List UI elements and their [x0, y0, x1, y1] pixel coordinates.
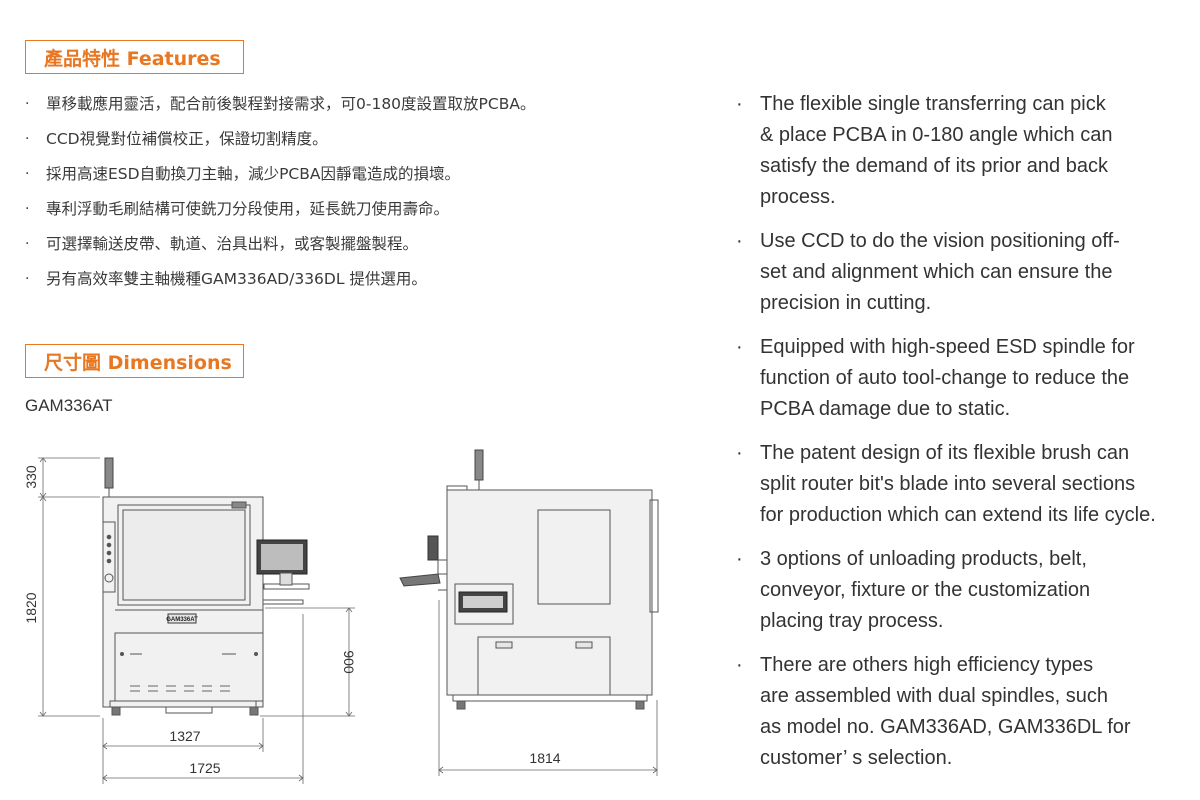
- zh-feature-item: ·採用高速ESD自動換刀主軸，減少PCBA因靜電造成的損壞。: [25, 165, 460, 183]
- dim-width-total: 1725: [189, 760, 220, 776]
- en-feature-item: · The patent design of its flexible brus…: [736, 442, 1156, 526]
- en-feature-item: · The flexible single transferring can p…: [736, 93, 1113, 208]
- front-view-machine: [102, 457, 310, 716]
- zh-feature-list: ·單移載應用靈活，配合前後製程對接需求，可0-180度設置取放PCBA。 ·CC…: [25, 92, 535, 302]
- en-feature-item: · Equipped with high-speed ESD spindle f…: [736, 336, 1135, 420]
- en-feature-item: · 3 options of unloading products, belt,…: [736, 548, 1091, 632]
- side-view-machine: [399, 449, 659, 710]
- dim-height-total: 1820: [23, 592, 39, 623]
- zh-feature-item: ·另有高效率雙主軸機種GAM336AD/336DL 提供選用。: [25, 270, 427, 288]
- front-view-dimension-lines: [38, 457, 355, 784]
- features-heading: 產品特性 Features: [25, 40, 244, 74]
- en-feature-list: · The flexible single transferring can p…: [734, 89, 1190, 787]
- dim-height-top: 330: [23, 465, 39, 489]
- dim-width-body: 1327: [169, 728, 200, 744]
- dim-height-table: 900: [341, 650, 357, 674]
- zh-feature-item: ·CCD視覺對位補償校正，保證切割精度。: [25, 130, 328, 148]
- en-feature-item: · Use CCD to do the vision positioning o…: [736, 230, 1120, 314]
- side-view-dimension-lines: [438, 600, 658, 776]
- dimensions-heading: 尺寸圖 Dimensions: [25, 344, 244, 378]
- machine-plate-label: GAM336AT: [166, 617, 198, 623]
- zh-feature-item: ·專利浮動毛刷結構可使銑刀分段使用，延長銑刀使用壽命。: [25, 200, 450, 218]
- model-label: GAM336AT: [25, 396, 113, 415]
- zh-feature-item: ·單移載應用靈活，配合前後製程對接需求，可0-180度設置取放PCBA。: [25, 95, 536, 113]
- zh-feature-item: ·可選擇輸送皮帶、軌道、治具出料，或客製擺盤製程。: [25, 235, 419, 253]
- dim-depth-total: 1814: [529, 750, 560, 766]
- en-feature-item: · There are others high efficiency types…: [736, 654, 1131, 769]
